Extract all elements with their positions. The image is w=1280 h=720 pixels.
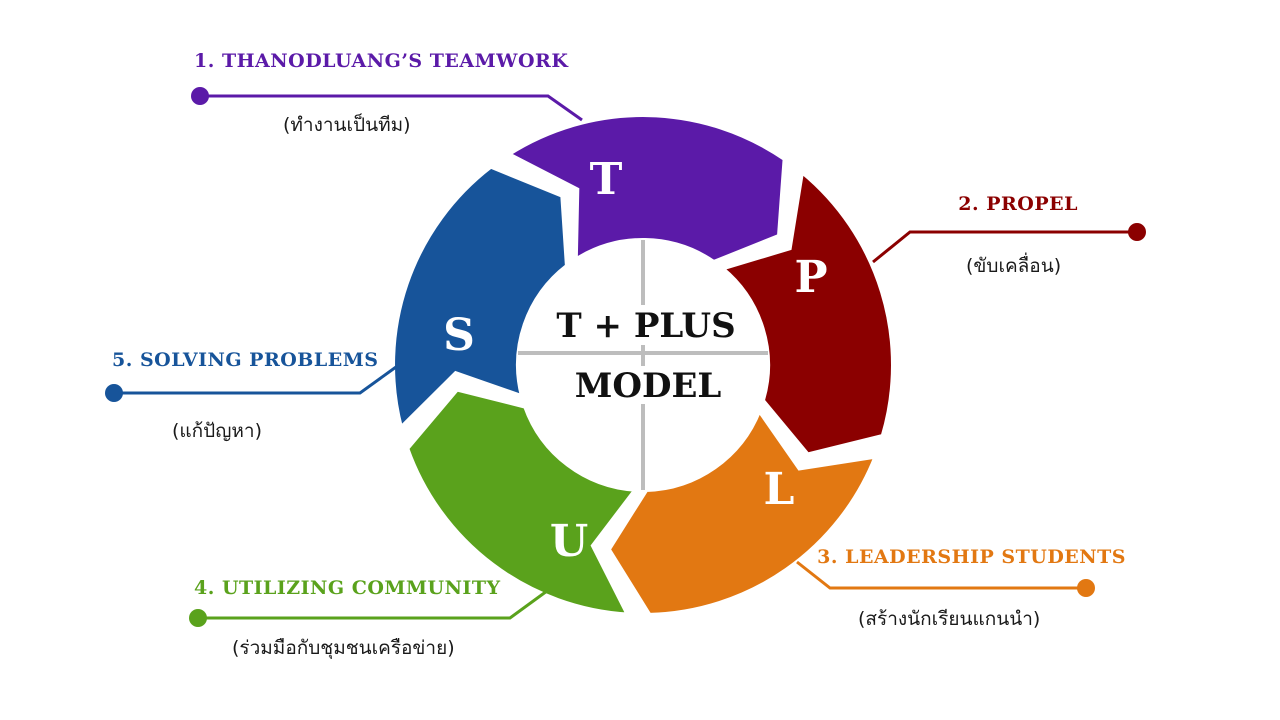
label-title-l: 3. LEADERSHIP STUDENTS	[817, 546, 1126, 568]
connector-u	[198, 589, 548, 620]
segment-letter-l: L	[764, 464, 795, 515]
connector-l	[796, 560, 1086, 590]
segment-p	[718, 168, 895, 457]
connector-dot-s	[105, 384, 123, 402]
label-title-u: 4. UTILIZING COMMUNITY	[194, 577, 501, 599]
connector-dot-l	[1077, 579, 1095, 597]
label-subtitle-l: (สร้างนักเรียนแกนนำ)	[858, 608, 1040, 630]
label-subtitle-t: (ทำงานเป็นทีม)	[283, 112, 411, 136]
connector-t	[200, 94, 583, 122]
connector-dot-t	[191, 87, 209, 105]
connector-p	[872, 230, 1137, 264]
connector-dot-u	[189, 609, 207, 627]
label-title-p: 2. PROPEL	[958, 193, 1078, 215]
label-title-t: 1. THANODLUANG’S TEAMWORK	[194, 50, 569, 72]
label-title-s: 5. SOLVING PROBLEMS	[112, 349, 378, 371]
label-subtitle-p: (ขับเคลื่อน)	[966, 252, 1061, 277]
center-cross	[518, 240, 768, 490]
segment-l	[606, 406, 879, 617]
center-subtitle-bg	[584, 366, 710, 404]
segment-letter-u: U	[550, 516, 588, 567]
label-subtitle-u: (ร่วมมือกับชุมชนเครือข่าย)	[232, 637, 455, 660]
connector-s	[114, 365, 397, 395]
segment-letter-p: P	[794, 252, 827, 303]
callout-connectors	[105, 87, 1146, 627]
label-subtitle-s: (แก้ปัญหา)	[172, 420, 262, 442]
center-title-bg	[562, 305, 728, 345]
segment-t	[504, 113, 787, 265]
segment-s	[391, 164, 569, 432]
segment-letter-s: S	[443, 310, 475, 361]
segment-letter-t: T	[590, 154, 623, 205]
center-subtitle: MODEL	[575, 366, 722, 406]
center-title: T + PLUS	[556, 306, 735, 346]
cycle-ring	[391, 113, 895, 617]
connector-dot-p	[1128, 223, 1146, 241]
